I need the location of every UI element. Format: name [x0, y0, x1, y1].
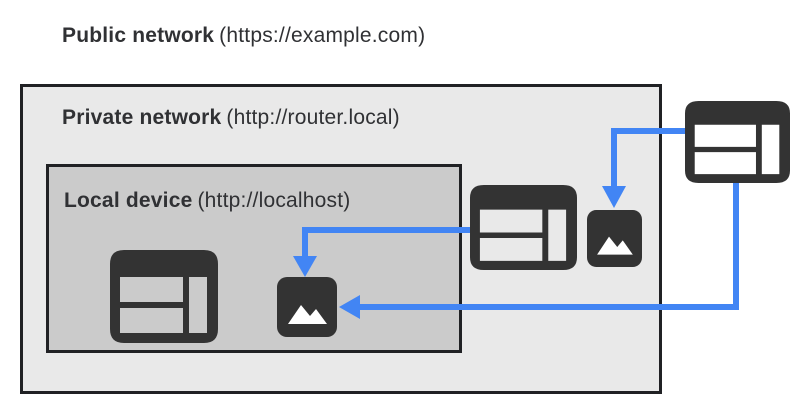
private-network-label: Private network(http://router.local): [62, 105, 400, 130]
private-network-name: Private network: [62, 106, 222, 129]
browser-window-icon: [110, 250, 218, 343]
local-device-name: Local device: [64, 189, 193, 212]
image-icon: [277, 277, 337, 337]
public-network-url: (https://example.com): [219, 24, 426, 47]
mountain-glyph: [288, 305, 327, 324]
public-network-label: Public network(https://example.com): [62, 23, 425, 48]
local-device-url: (http://localhost): [197, 189, 351, 212]
browser-window-icon: [470, 185, 577, 270]
browser-window-icon: [685, 101, 790, 183]
private-network-url: (http://router.local): [226, 106, 400, 129]
public-network-name: Public network: [62, 24, 215, 47]
local-device-label: Local device(http://localhost): [64, 188, 350, 213]
image-icon: [587, 210, 642, 267]
